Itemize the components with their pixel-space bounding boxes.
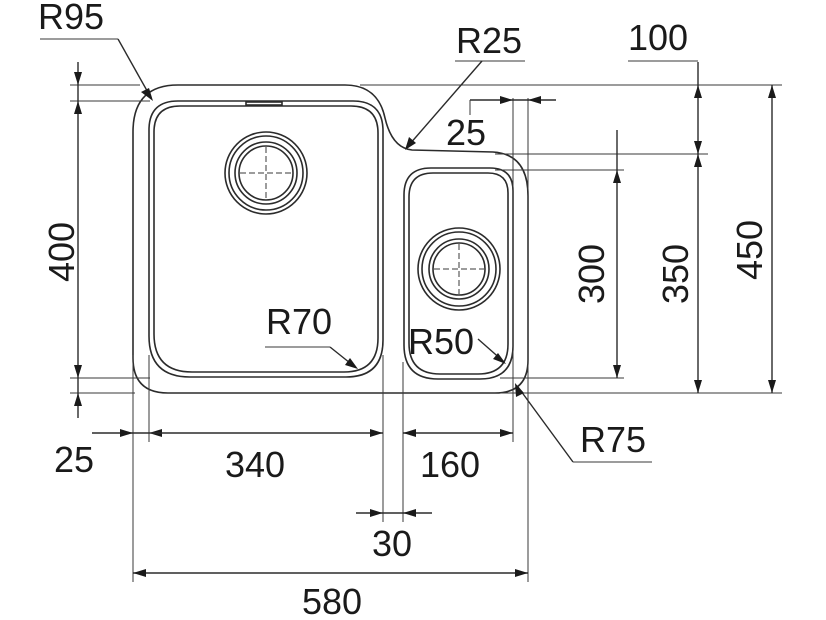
dim-25-top-line bbox=[469, 96, 556, 115]
dim-30-line bbox=[356, 509, 432, 517]
extension-lines bbox=[70, 84, 782, 582]
leader-r95 bbox=[40, 38, 153, 101]
dim-400-line bbox=[74, 62, 82, 418]
label-r50: R50 bbox=[408, 321, 474, 362]
label-100: 100 bbox=[628, 17, 688, 58]
dim-340-line bbox=[149, 429, 383, 437]
dim-350-line bbox=[694, 62, 702, 393]
label-r70: R70 bbox=[266, 301, 332, 342]
leader-r50 bbox=[477, 338, 506, 364]
dim-160-line bbox=[403, 429, 513, 437]
dim-580-line bbox=[133, 569, 528, 577]
leader-r25 bbox=[405, 60, 525, 150]
label-400: 400 bbox=[41, 222, 82, 282]
label-r75: R75 bbox=[580, 419, 646, 460]
label-30: 30 bbox=[372, 523, 412, 564]
small-bowl-outer bbox=[403, 167, 514, 380]
overflow-slot bbox=[245, 101, 283, 106]
small-bowl-inner bbox=[408, 172, 509, 375]
label-300: 300 bbox=[571, 244, 612, 304]
leader-r70 bbox=[265, 346, 358, 369]
small-drain-icon bbox=[417, 227, 501, 311]
label-r25: R25 bbox=[456, 20, 522, 61]
label-25-top: 25 bbox=[446, 112, 486, 153]
label-r95: R95 bbox=[38, 0, 104, 37]
large-bowl-inner bbox=[153, 105, 379, 373]
label-25-bottom: 25 bbox=[54, 439, 94, 480]
large-bowl-outer bbox=[148, 100, 384, 378]
dim-450-line bbox=[768, 85, 776, 393]
large-drain-icon bbox=[224, 131, 308, 215]
dim-300-line bbox=[613, 130, 621, 378]
label-580: 580 bbox=[302, 581, 362, 620]
label-160: 160 bbox=[420, 444, 480, 485]
label-340: 340 bbox=[225, 444, 285, 485]
label-350: 350 bbox=[655, 244, 696, 304]
label-450: 450 bbox=[729, 220, 770, 280]
leader-r75 bbox=[515, 383, 652, 463]
